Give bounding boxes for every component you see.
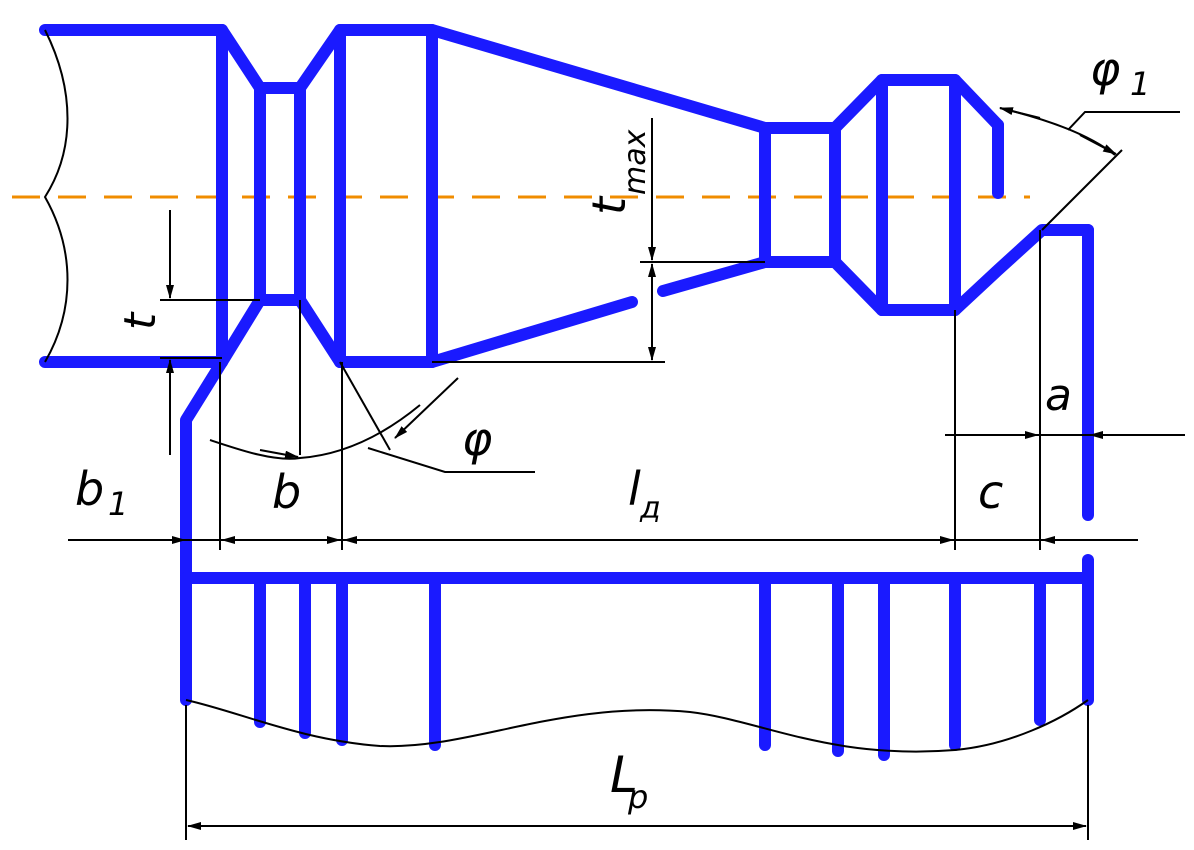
label-ld-sub: д bbox=[639, 491, 661, 526]
label-ld: l bbox=[628, 462, 641, 516]
label-lp-sub: р bbox=[627, 778, 648, 816]
label-b1-sub: 1 bbox=[108, 485, 128, 523]
label-t-max-sub: max bbox=[618, 129, 653, 195]
workpiece-contour bbox=[39, 24, 1094, 521]
dimensions bbox=[68, 107, 1185, 840]
label-t: t bbox=[115, 311, 166, 330]
label-b: b bbox=[272, 465, 301, 519]
label-b1: b bbox=[75, 462, 104, 516]
label-t-max: t bbox=[582, 195, 636, 215]
label-phi1: φ bbox=[1090, 42, 1120, 96]
tool-contour bbox=[180, 356, 1094, 761]
label-c: c bbox=[978, 465, 1003, 519]
label-lp: L bbox=[610, 746, 638, 804]
tool-break-line bbox=[185, 699, 1089, 753]
dimension-labels: t t max φ φ 1 a b 1 b l д c L р bbox=[75, 42, 1150, 816]
label-phi1-sub: 1 bbox=[1130, 65, 1150, 103]
break-line bbox=[43, 29, 69, 363]
label-phi: φ bbox=[462, 412, 492, 466]
label-a: a bbox=[1045, 370, 1072, 421]
